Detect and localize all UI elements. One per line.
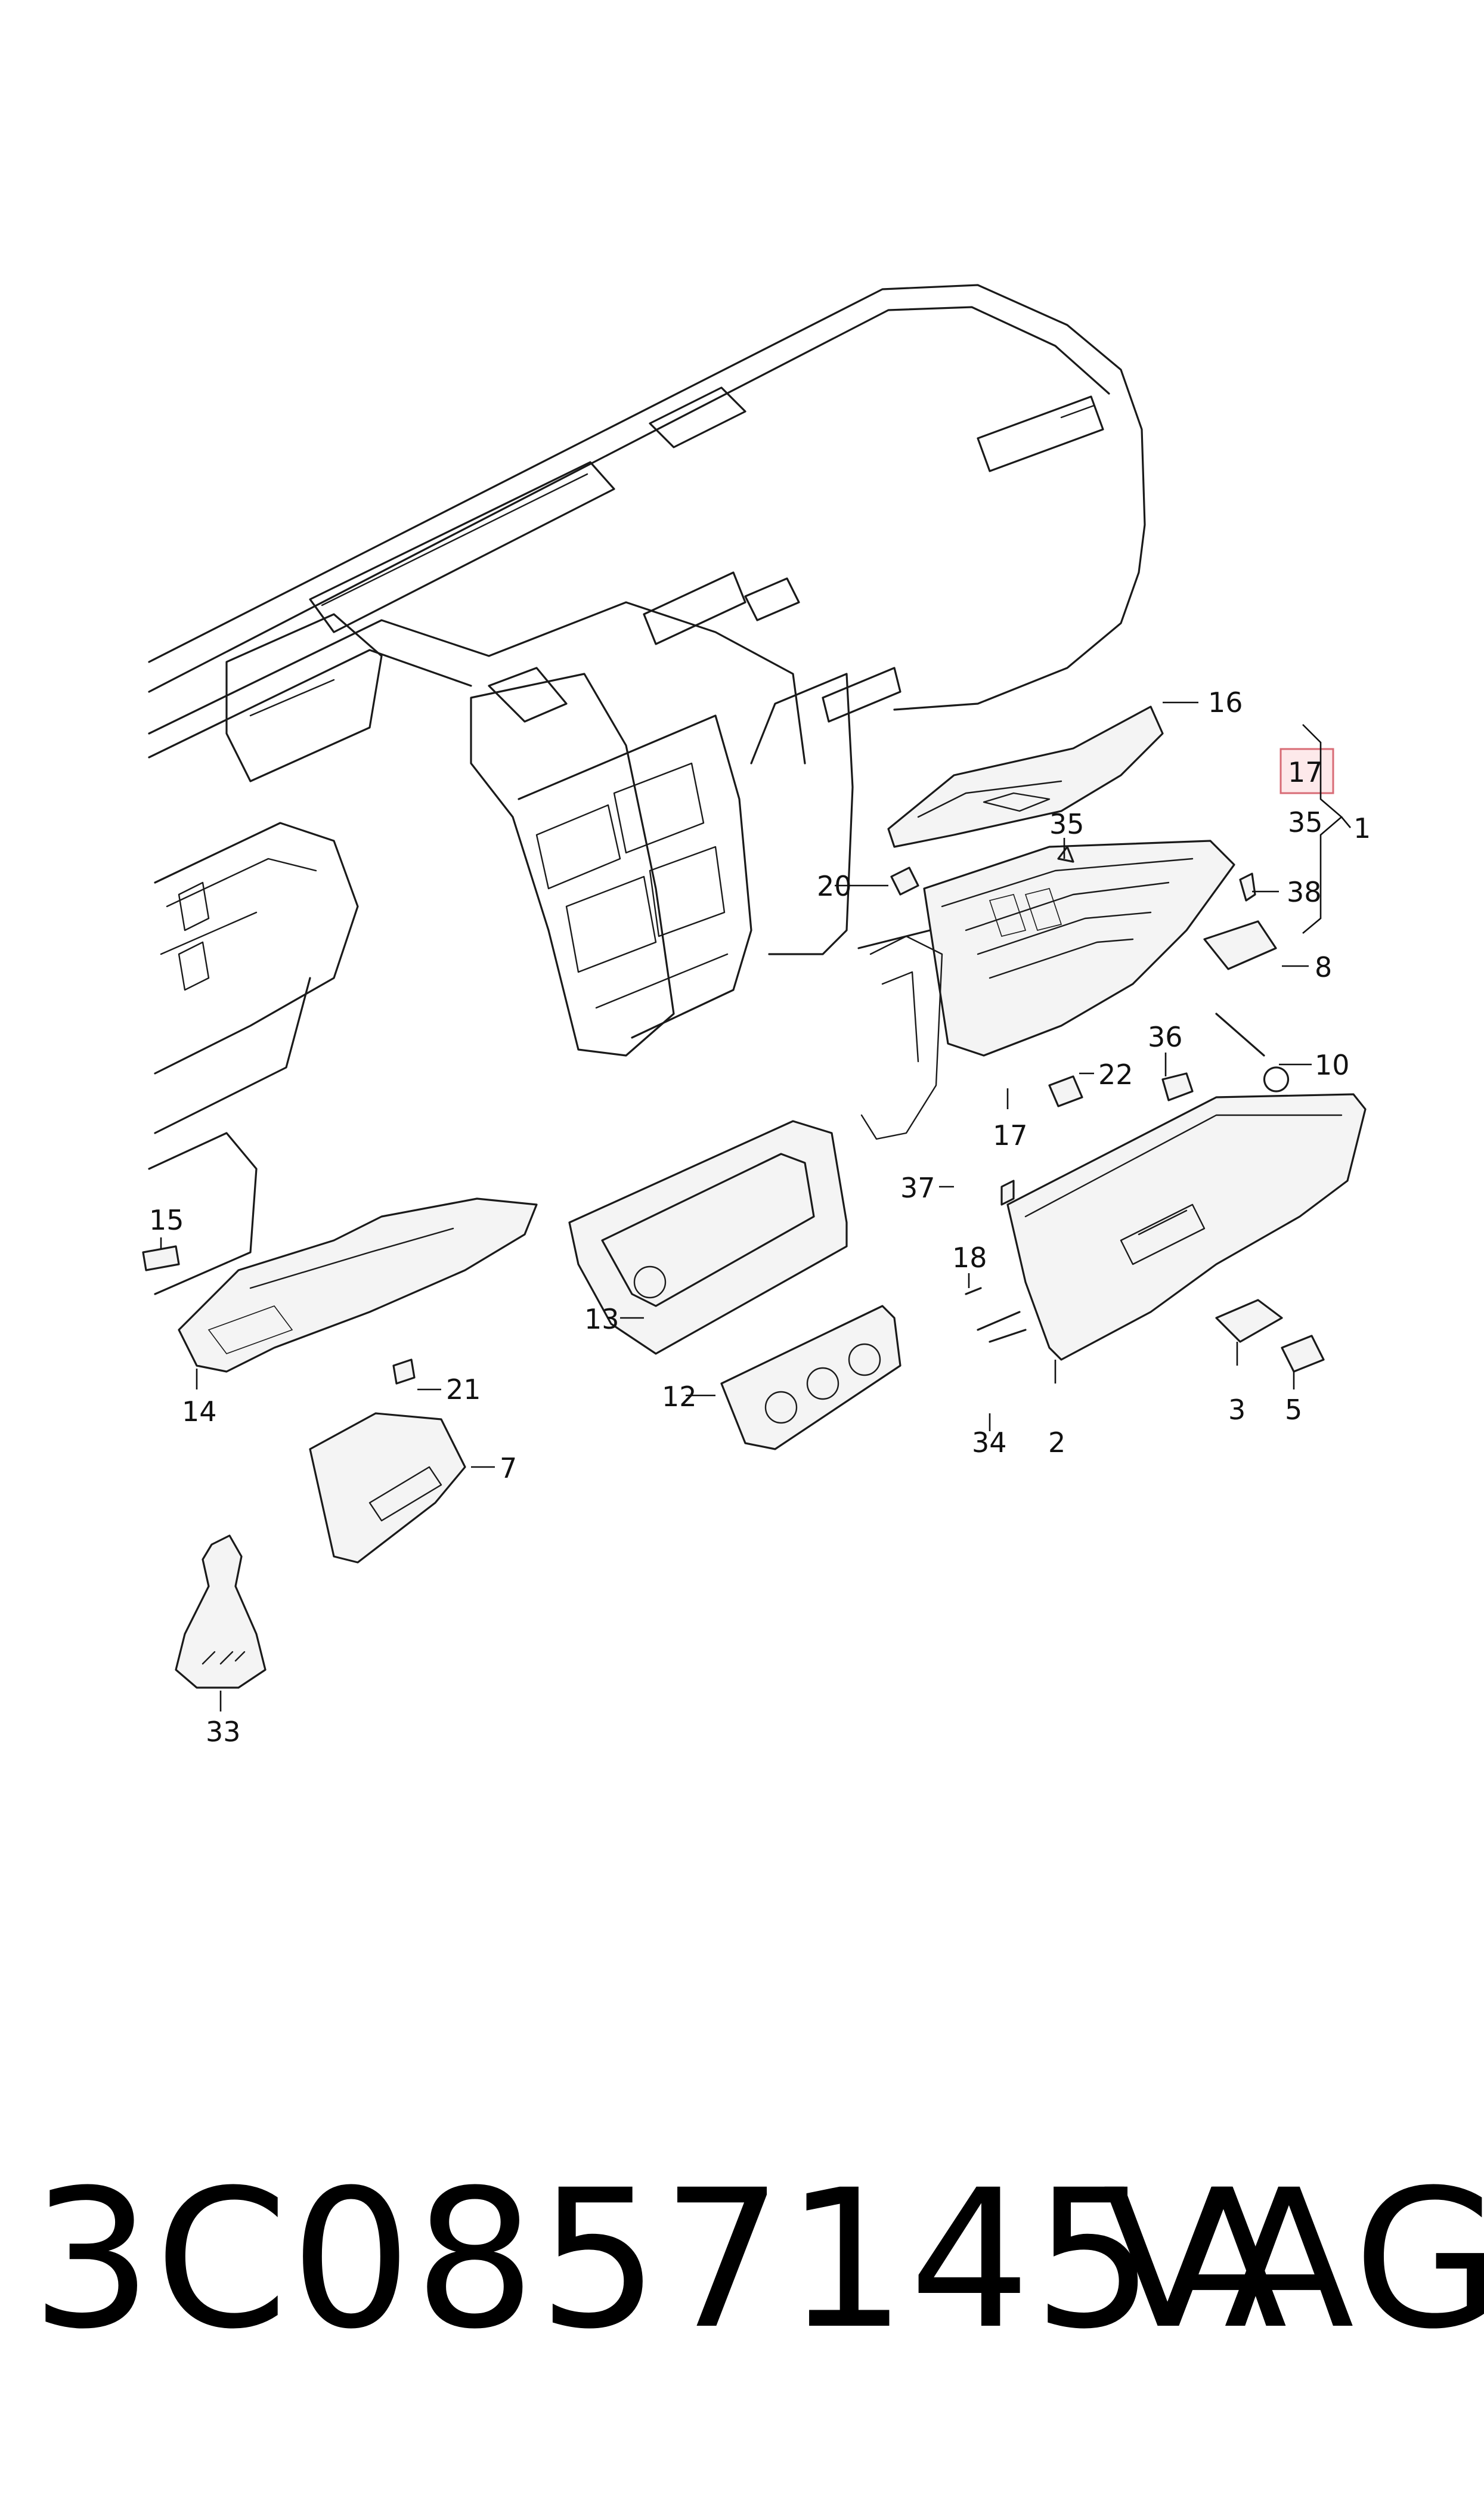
brand-label: VAG — [1103, 2149, 1484, 2371]
callout-22: 22 — [1098, 1059, 1133, 1091]
callout-13: 13 — [584, 1303, 619, 1335]
leader-lines — [160, 701, 1351, 1711]
callout-17-highlighted: 17 — [1288, 756, 1323, 788]
callout-12: 12 — [662, 1381, 697, 1413]
part-14-lower-left-trim — [178, 1197, 538, 1373]
callout-16: 16 — [1208, 686, 1243, 719]
callout-34: 34 — [972, 1426, 1007, 1459]
callout-2: 2 — [1048, 1426, 1065, 1459]
callout-14: 14 — [182, 1395, 217, 1428]
part-16-upper-trim — [887, 705, 1164, 848]
small-hardware — [142, 846, 1325, 1385]
callout-33: 33 — [206, 1716, 241, 1748]
part-number-label: 3C0857145A — [31, 2149, 1290, 2371]
part-13-centre-bezel — [568, 1120, 848, 1355]
part-1-glovebox-housing — [857, 840, 1235, 1140]
callout-1: 1 — [1353, 812, 1371, 844]
part-33-bag — [175, 1534, 267, 1689]
callout-36: 36 — [1148, 1021, 1183, 1053]
callout-7: 7 — [500, 1452, 517, 1484]
part-7-storage-box — [309, 1412, 466, 1564]
callout-35: 35 — [1049, 808, 1085, 840]
callout-10: 10 — [1315, 1049, 1350, 1081]
callout-3: 3 — [1228, 1394, 1246, 1426]
callout-17: 17 — [993, 1119, 1028, 1152]
callout-labels: 16 17 35 1 35 20 38 8 36 10 22 17 37 15 … — [149, 686, 1371, 1748]
callout-15: 15 — [149, 1204, 184, 1236]
callout-21: 21 — [446, 1373, 481, 1406]
callout-5: 5 — [1285, 1394, 1302, 1426]
callout-35-group: 35 — [1288, 806, 1323, 838]
callout-8: 8 — [1315, 951, 1332, 983]
part-2-glovebox-lid — [1006, 1093, 1367, 1361]
highlight-box-17 — [1279, 748, 1334, 794]
callout-38: 38 — [1287, 876, 1322, 908]
callout-18: 18 — [952, 1242, 987, 1274]
callout-37: 37 — [900, 1172, 935, 1204]
dashboard-panel — [148, 284, 1146, 1295]
callout-20: 20 — [817, 870, 852, 902]
part-12-climate-bezel — [720, 1305, 901, 1450]
diagram-canvas: 16 17 35 1 35 20 38 8 36 10 22 17 37 15 … — [142, 284, 1371, 1748]
